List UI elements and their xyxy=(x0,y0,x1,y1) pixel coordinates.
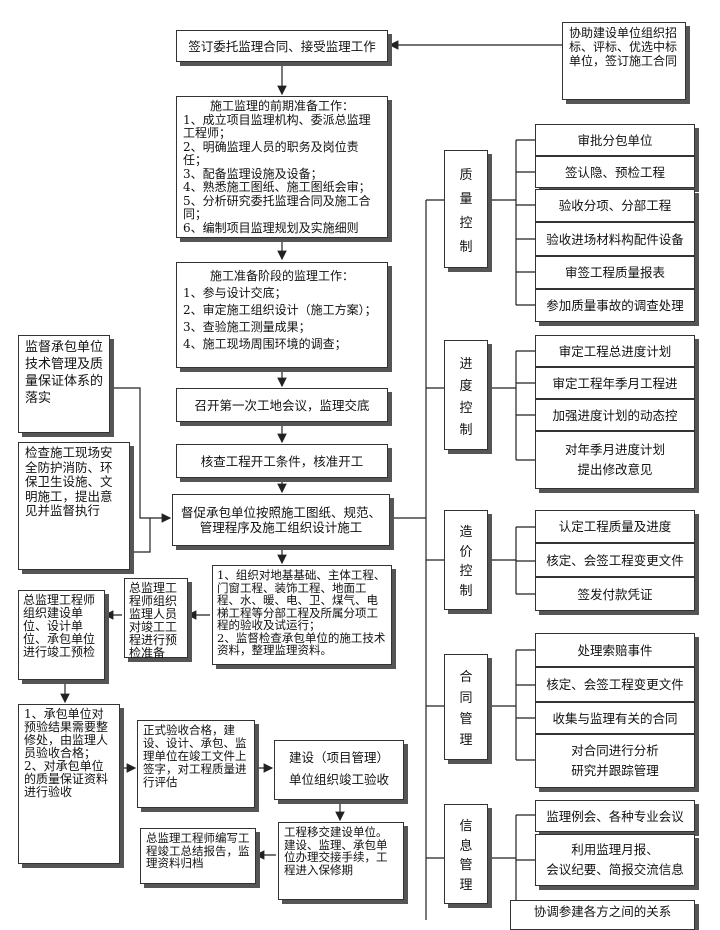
prep-work-item: 5、分析研究委托监理合同及施工合同； xyxy=(183,193,371,221)
formal-acceptance-text: 正式验收合格，建设、设计、承包、监理单位在竣工文件上签字，对工程质量进行评估 xyxy=(143,723,247,789)
summary-report-box: 总监理工程师编写工程竣工总结报告，监理资料归档 xyxy=(140,828,256,884)
prep-work-item: 4、熟悉施工图纸、施工图纸会审； xyxy=(183,180,371,194)
prep-stage-item: 2、审定施工组织设计（施工方案）； xyxy=(183,303,377,317)
assist-owner-box: 协助建设单位组织招标、评标、优选中标单位，签订施工合同 xyxy=(562,22,686,100)
information-item: 监理例会、各种专业会议 xyxy=(535,800,695,832)
quality-system-text: 监督承包单位技术管理及质量保证体系的落实 xyxy=(25,340,104,406)
quality-item: 审批分包单位 xyxy=(535,124,695,156)
chief-preinspect-text: 总监理工程师组织监理人员对竣工工程进行预检准备 xyxy=(129,581,178,660)
supervise-construction-text: 督促承包单位按照施工图纸、规范、管理程序及施工组织设计施工 xyxy=(180,505,381,535)
owner-acceptance-line2: 单位组织竣工验收 xyxy=(288,772,389,787)
assist-owner-text: 协助建设单位组织招标、评标、优选中标单位，签订施工合同 xyxy=(569,26,678,68)
sign-contract-box: 签订委托监理合同、接受监理工作 xyxy=(176,30,388,62)
first-meeting-box: 召开第一次工地会议，监理交底 xyxy=(176,388,388,422)
information-item: 利用监理月报、 会议纪要、简报交流信息 xyxy=(535,834,695,886)
category-char: 制 xyxy=(459,422,473,438)
prep-stage-box: 施工准备阶段的监理工作： 1、参与设计交底； 2、审定施工组织设计（施工方案）；… xyxy=(176,262,388,368)
category-char: 进 xyxy=(459,356,473,372)
formal-acceptance-box: 正式验收合格，建设、设计、承包、监理单位在竣工文件上签字，对工程质量进行评估 xyxy=(137,720,255,808)
category-char: 管 xyxy=(459,858,473,874)
category-char: 理 xyxy=(459,733,473,748)
contract-item: 核定、会签工程变更文件 xyxy=(535,667,695,702)
category-char: 价 xyxy=(459,544,473,560)
prep-work-item: 3、配备监理设施及设备； xyxy=(183,166,323,181)
contract-item: 处理索赔事件 xyxy=(535,633,695,667)
quality-control-label: 质 量 控 制 xyxy=(444,150,488,268)
chief-preinspect-box: 总监理工程师组织监理人员对竣工工程进行预检准备 xyxy=(124,578,188,660)
category-char: 管 xyxy=(459,712,473,727)
owner-acceptance-line1: 建设（项目管理） xyxy=(288,750,389,765)
category-char: 制 xyxy=(459,239,473,255)
contract-item: 收集与监理有关的合同 xyxy=(535,702,695,734)
sign-contract-text: 签订委托监理合同、接受监理工作 xyxy=(188,38,376,54)
category-char: 同 xyxy=(459,691,473,706)
category-char: 信 xyxy=(459,819,473,835)
safety-check-box: 检查施工现场安全防护消防、环保卫生设施、文明施工，提出意见并监督执行 xyxy=(18,442,130,570)
category-char: 控 xyxy=(459,215,473,231)
check-start-box: 核查工程开工条件，核准开工 xyxy=(176,444,388,478)
contract-item: 对合同进行分析 研究并跟踪管理 xyxy=(535,734,695,788)
prep-stage-item: 3、查验施工测量成果； xyxy=(183,320,311,334)
category-char: 造 xyxy=(459,525,473,541)
rectify-text: 1、承包单位对预验结果需要整修处，由监理人员验收合格； 2、对承包单位的质量保证… xyxy=(24,707,109,799)
owner-acceptance-box: 建设（项目管理） 单位组织竣工验收 xyxy=(274,740,404,800)
cost-control-label: 造 价 控 制 xyxy=(444,510,488,610)
progress-control-label: 进 度 控 制 xyxy=(444,340,488,450)
progress-item: 对年季月进度计划 提出修改意见 xyxy=(535,431,695,489)
chief-units-box: 总监理工程师组织建设单位、设计单位、承包单位进行竣工预检 xyxy=(18,590,105,680)
contract-management-label: 合 同 管 理 xyxy=(444,654,488,760)
check-start-text: 核查工程开工条件，核准开工 xyxy=(200,453,364,469)
category-char: 量 xyxy=(459,191,473,207)
category-char: 息 xyxy=(459,838,473,854)
handover-box: 工程移交建设单位。建设、监理、承包单位办理交接手续，工程进入保修期 xyxy=(278,822,404,900)
information-item: 协调参建各方之间的关系 xyxy=(510,900,695,930)
quality-item: 验收分项、分部工程 xyxy=(535,189,695,222)
quality-system-box: 监督承包单位技术管理及质量保证体系的落实 xyxy=(18,335,110,433)
quality-item: 审签工程质量报表 xyxy=(535,256,695,289)
category-char: 控 xyxy=(459,400,473,416)
cost-item: 核定、会签工程变更文件 xyxy=(535,543,695,577)
acceptance-work-box: 1、组织对地基基础、主体工程、门窗工程、装饰工程、地面工程、水、暖、电、卫、煤气… xyxy=(212,565,392,665)
rectify-box: 1、承包单位对预验结果需要整修处，由监理人员验收合格； 2、对承包单位的质量保证… xyxy=(18,704,120,864)
summary-report-text: 总监理工程师编写工程竣工总结报告，监理资料归档 xyxy=(146,831,250,870)
progress-item: 加强进度计划的动态控 xyxy=(535,399,695,431)
prep-work-title: 施工监理的前期准备工作： xyxy=(209,99,354,113)
prep-stage-title: 施工准备阶段的监理工作： xyxy=(209,269,354,283)
category-char: 合 xyxy=(459,670,473,685)
prep-work-item: 1、成立项目监理机构、委派总监理工程师； xyxy=(183,112,371,140)
category-char: 质 xyxy=(459,167,473,183)
category-char: 制 xyxy=(459,583,473,599)
acceptance-work-text: 1、组织对地基基础、主体工程、门窗工程、装饰工程、地面工程、水、暖、电、卫、煤气… xyxy=(217,568,386,657)
prep-stage-item: 4、施工现场周围环境的调查； xyxy=(183,337,347,351)
cost-item: 认定工程质量及进度 xyxy=(535,510,695,543)
prep-work-item: 2、明确监理人员的职务及岗位责任； xyxy=(183,139,359,167)
prep-work-box: 施工监理的前期准备工作： 1、成立项目监理机构、委派总监理工程师； 2、明确监理… xyxy=(176,96,388,238)
handover-text: 工程移交建设单位。建设、监理、承包单位办理交接手续，工程进入保修期 xyxy=(284,825,388,877)
supervise-construction-box: 督促承包单位按照施工图纸、规范、管理程序及施工组织设计施工 xyxy=(172,494,390,546)
category-char: 理 xyxy=(459,877,473,893)
chief-units-text: 总监理工程师组织建设单位、设计单位、承包单位进行竣工预检 xyxy=(23,593,96,659)
quality-item: 验收进场材料构配件设备 xyxy=(535,222,695,256)
progress-item: 审定工程总进度计划 xyxy=(535,335,695,367)
quality-item: 签认隐、预检工程 xyxy=(535,156,695,188)
quality-item: 参加质量事故的调查处理 xyxy=(535,289,695,322)
progress-item: 审定工程年季月工程进 xyxy=(535,367,695,399)
category-char: 度 xyxy=(459,378,473,394)
prep-stage-item: 1、参与设计交底； xyxy=(183,286,287,300)
safety-check-text: 检查施工现场安全防护消防、环保卫生设施、文明施工，提出意见并监督执行 xyxy=(25,445,113,518)
first-meeting-text: 召开第一次工地会议，监理交底 xyxy=(194,397,370,413)
cost-item: 签发付款凭证 xyxy=(535,577,695,611)
prep-work-item: 6、编制项目监理规划及实施细则 xyxy=(183,220,359,235)
category-char: 控 xyxy=(459,564,473,580)
information-management-label: 信 息 管 理 xyxy=(444,804,488,904)
